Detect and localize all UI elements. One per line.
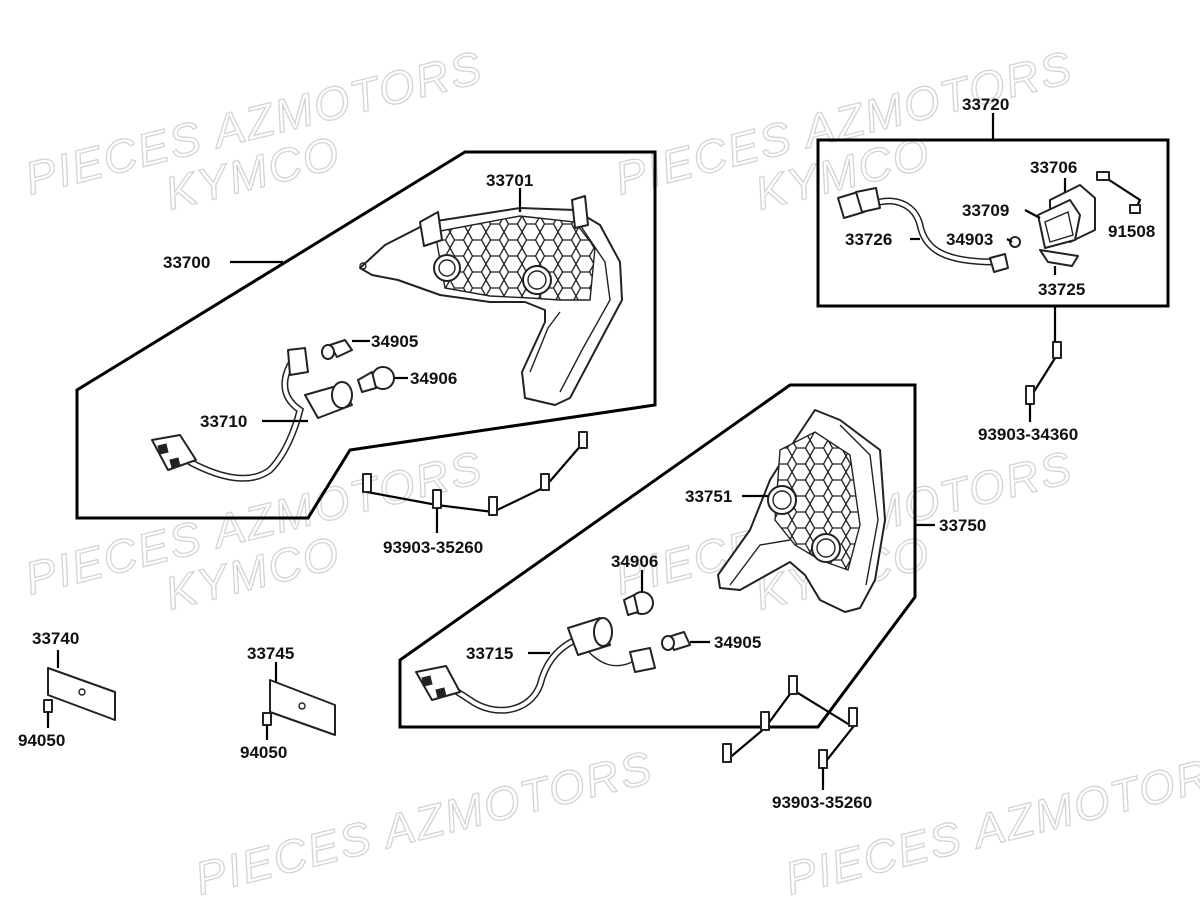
label-33701: 33701 <box>486 171 533 190</box>
label-93903-34360: 93903-34360 <box>978 425 1078 444</box>
watermark-layer: PIECES AZMOTORS KYMCO PIECES AZMOTORS KY… <box>19 40 1200 900</box>
label-34906-left: 34906 <box>410 369 457 388</box>
label-94050-left: 94050 <box>18 731 65 750</box>
left-indicator-socket-harness-33710 <box>151 347 353 482</box>
right-indicator-socket-harness-33715 <box>415 617 656 714</box>
label-33750: 33750 <box>939 516 986 535</box>
left-indicator-lens-33701 <box>359 195 623 406</box>
label-93903-35260-right: 93903-35260 <box>772 793 872 812</box>
label-34905-right: 34905 <box>714 633 761 652</box>
screw-set-93903-34360 <box>1025 341 1062 405</box>
label-33740: 33740 <box>32 629 79 648</box>
label-33726: 33726 <box>845 230 892 249</box>
reflector-33745 <box>262 679 336 736</box>
label-34903: 34903 <box>946 230 993 249</box>
label-33710: 33710 <box>200 412 247 431</box>
label-33700: 33700 <box>163 253 210 272</box>
screw-set-93903-35260-right <box>722 675 858 769</box>
license-light-assembly <box>837 171 1142 273</box>
label-33709: 33709 <box>962 201 1009 220</box>
leader-lines <box>46 113 1067 790</box>
bulb-34906-left <box>357 366 395 393</box>
label-34906-right: 34906 <box>611 552 658 571</box>
reflector-33740 <box>43 667 116 721</box>
label-33720: 33720 <box>962 95 1009 114</box>
label-33745: 33745 <box>247 644 294 663</box>
label-33715: 33715 <box>466 644 513 663</box>
label-33706: 33706 <box>1030 158 1077 177</box>
front-right-indicator-group-box <box>398 383 917 729</box>
label-34905-left: 34905 <box>371 332 418 351</box>
label-93903-35260-left: 93903-35260 <box>383 538 483 557</box>
right-indicator-lens-33751 <box>717 409 886 613</box>
bulb-34905-right <box>661 631 691 651</box>
watermark-text: PIECES AZMOTORS <box>190 741 658 900</box>
label-94050-right: 94050 <box>240 743 287 762</box>
front-left-indicator-group-box <box>75 150 657 520</box>
label-91508: 91508 <box>1108 222 1155 241</box>
screw-set-93903-35260-left <box>362 431 588 516</box>
label-33751: 33751 <box>685 487 732 506</box>
watermark-text: PIECES AZMOTORS <box>780 741 1200 900</box>
label-33725: 33725 <box>1038 280 1085 299</box>
bulb-34906-right <box>623 591 654 616</box>
bulb-34905-left <box>321 339 353 360</box>
